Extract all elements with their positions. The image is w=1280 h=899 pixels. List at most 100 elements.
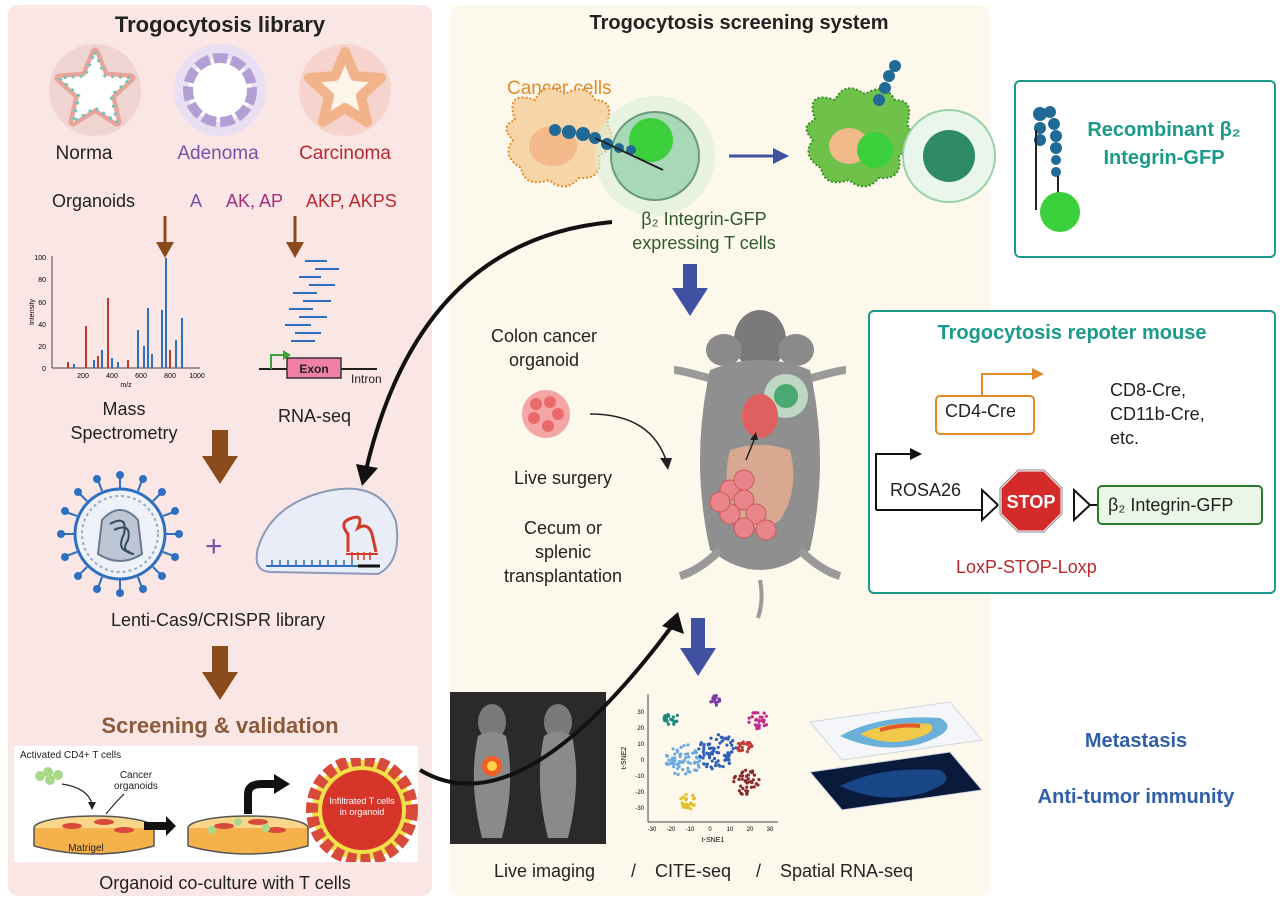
tsne-point [757,778,761,782]
tsne-point [705,762,709,766]
tsne-point [727,757,731,761]
tsne-point [677,764,681,769]
tsne-point [665,719,669,724]
tsne-point [749,785,754,789]
tsne-point [696,760,700,764]
tsne-point [732,776,736,780]
tsne-point [686,743,690,747]
tsne-point [750,771,754,775]
tsne-point [740,745,744,750]
matrigel-label: Matrigel [68,843,104,854]
tsne-point [684,793,688,797]
tsne-point [740,771,744,775]
tsne-point [744,780,749,784]
tsne-point [669,717,673,722]
tsne-ytick: -10 [635,774,644,780]
tsne-point [738,774,742,778]
ms-ytick: 0 [42,366,46,373]
tsne-point [746,777,750,781]
tsne-point [744,774,749,778]
reporter-mouse-box [868,310,1276,594]
tsne-point [718,741,722,745]
tsne-point [741,786,745,791]
organoid-to-mouse-arrow [522,390,672,470]
tsne-point [679,752,683,756]
tsne-xtick: -10 [686,827,695,833]
tsne-point [754,718,758,722]
tsne-point [751,778,755,782]
integrin-gfp-label: β₂ Integrin-GFP [1108,495,1234,515]
tsne-point [714,703,719,707]
tsne-point [694,755,699,759]
tsne-point [665,753,669,758]
tsne-point [744,768,748,772]
tsne-point [729,741,733,745]
tsne-point [702,753,706,757]
trogocytosis-cells-illustration [505,60,996,216]
arrow-to-screening [202,646,238,700]
tsne-point [669,761,673,765]
tsne-point [714,696,718,700]
tsne-point [681,768,685,772]
tsne-point [714,701,718,705]
tcell-label: β₂ Integrin-GFP expressing T cells [632,209,776,253]
tsne-point [732,780,736,784]
tsne-point [686,766,690,770]
tsne-point [679,760,684,764]
tsne-point [675,762,679,766]
organoids-label: Organoids [52,191,136,211]
caption-live-imaging: Live imaging [494,861,596,881]
tsne-point [670,758,674,762]
coculture-caption: Organoid co-culture with T cells [99,873,351,893]
tsne-point [681,805,686,809]
tsne-xtick: 0 [708,827,712,833]
tsne-point [717,697,721,701]
caption-separator: / [756,861,762,881]
tsne-point [764,714,768,718]
tsne-point [737,789,741,793]
exon-label: Exon [299,362,328,376]
tsne-point [742,742,746,746]
tsne-point [712,694,716,698]
tsne-point [709,736,713,740]
loxp-label: LoxP-STOP-Loxp [956,557,1097,577]
tsne-point [705,765,709,769]
tsne-point [725,753,730,757]
tsne-point [692,803,696,807]
ms-xtick: 400 [106,373,118,380]
tsne-point [754,711,758,715]
tsne-point [673,752,677,756]
tsne-point [681,795,685,799]
tsne-point [688,770,692,774]
tsne-point [686,752,690,756]
tsne-point [679,745,683,749]
tsne-point [722,737,726,741]
mass-spec-label: Mass Spectrometry [70,399,178,443]
tsne-point [761,720,766,724]
reporter-mouse-title: Trogocytosis repoter mouse [937,322,1207,344]
tsne-point [746,747,751,751]
tsne-point [701,750,706,754]
immunity-label: Anti-tumor immunity [1037,786,1235,808]
tsne-point [709,765,713,769]
tsne-point [725,743,729,747]
live-imaging-image [450,692,606,844]
cancer-organoids-label: Cancer organoids [114,770,158,792]
tsne-point [673,756,677,760]
tsne-point [675,713,679,717]
tsne-point [749,780,753,784]
tsne-ytick: 0 [641,758,645,764]
tsne-point [693,750,697,755]
tsne-point [739,791,743,795]
metastasis-label: Metastasis [1084,730,1188,752]
tsne-point [737,777,741,782]
tsne-ytick: 20 [637,726,644,732]
genotype-a: A [190,191,203,211]
tsne-point [714,737,719,742]
stage-adenoma: Adenoma [177,143,259,164]
ms-xlabel: m/z [120,382,132,389]
caption-cite-seq: CITE-seq [655,861,732,881]
tsne-point [710,699,714,703]
tsne-point [716,733,721,737]
tsne-point [762,724,766,728]
